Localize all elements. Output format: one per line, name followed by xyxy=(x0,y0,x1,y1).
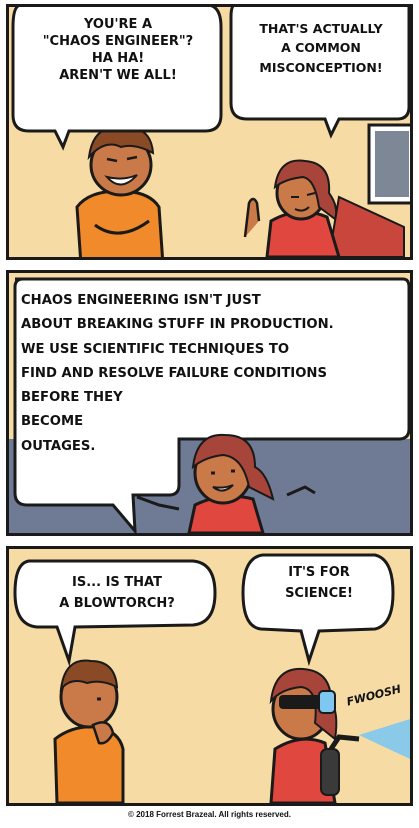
speech-bubble-main xyxy=(13,277,410,533)
man-character xyxy=(75,125,164,257)
panel-1-left-speech: YOU'RE A "CHAOS ENGINEER"? HA HA! AREN'T… xyxy=(42,17,194,83)
panel-2-art xyxy=(9,277,410,533)
computer-monitor xyxy=(367,123,410,205)
speech-bubble-right xyxy=(229,7,410,139)
panel-1-right-speech: THAT'S ACTUALLY A COMMON MISCONCEPTION! xyxy=(259,21,383,75)
panel-1-art xyxy=(11,7,410,257)
speech-bubble-right xyxy=(241,553,395,667)
comic-panel-1: YOU'RE A "CHAOS ENGINEER"? HA HA! AREN'T… xyxy=(6,4,413,260)
copyright-credit: © 2018 Forrest Brazeal. All rights reser… xyxy=(127,810,291,819)
panel-2-main-speech: CHAOS ENGINEERING ISN'T JUST ABOUT BREAK… xyxy=(21,293,334,454)
speech-bubble-left xyxy=(13,559,217,667)
panel-3-art xyxy=(13,553,410,803)
woman-character xyxy=(243,159,341,257)
comic-panel-2: CHAOS ENGINEERING ISN'T JUST ABOUT BREAK… xyxy=(6,270,413,536)
comic-panel-3: IS... IS THAT A BLOWTORCH? IT'S FOR SCIE… xyxy=(6,546,413,806)
panel-3-left-speech: IS... IS THAT A BLOWTORCH? xyxy=(59,575,175,611)
blowtorch-icon xyxy=(320,719,410,796)
woman-character xyxy=(269,667,338,803)
speech-bubble-left xyxy=(11,7,223,151)
man-character xyxy=(53,659,125,803)
panel-3-right-speech: IT'S FOR SCIENCE! xyxy=(285,565,353,601)
woman-character xyxy=(136,433,316,533)
